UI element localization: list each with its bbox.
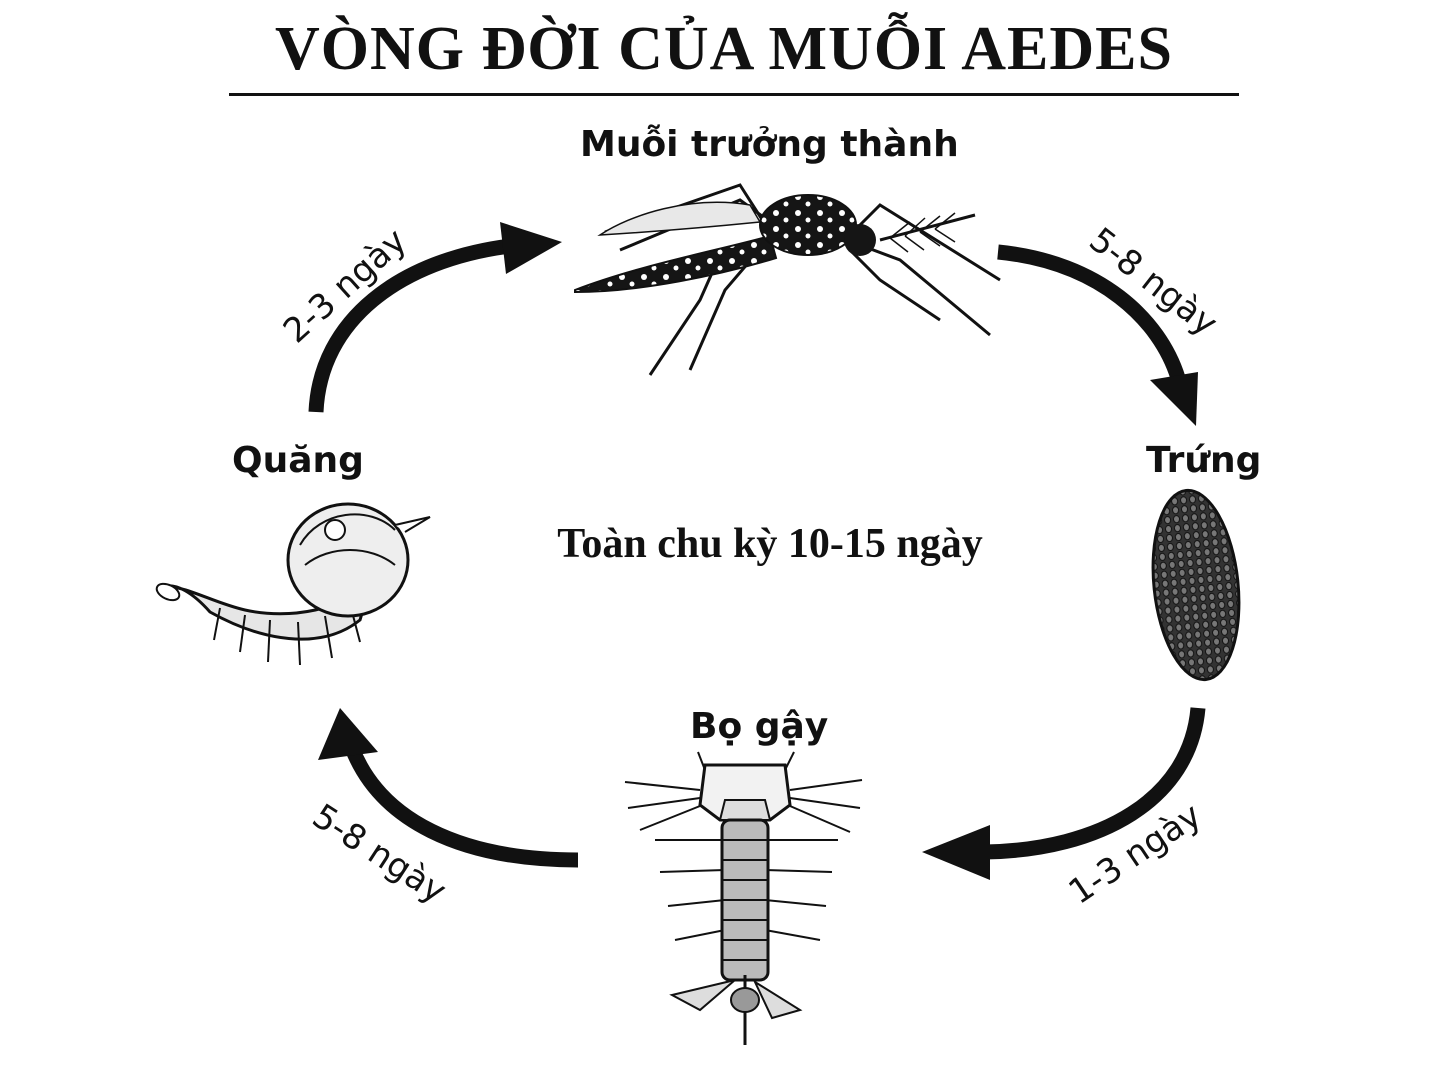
total-cycle-label: Toàn chu kỳ 10-15 ngày	[0, 520, 1448, 568]
stage-label-egg: Trứng	[1146, 440, 1261, 481]
mosquito-illustration	[575, 185, 1000, 375]
larva-illustration	[625, 752, 862, 1045]
stage-label-pupa: Quăng	[232, 440, 364, 481]
egg-raft-illustration	[1144, 486, 1247, 684]
stage-label-adult: Muỗi trưởng thành	[580, 124, 959, 165]
stage-label-larva: Bọ gậy	[690, 706, 828, 747]
